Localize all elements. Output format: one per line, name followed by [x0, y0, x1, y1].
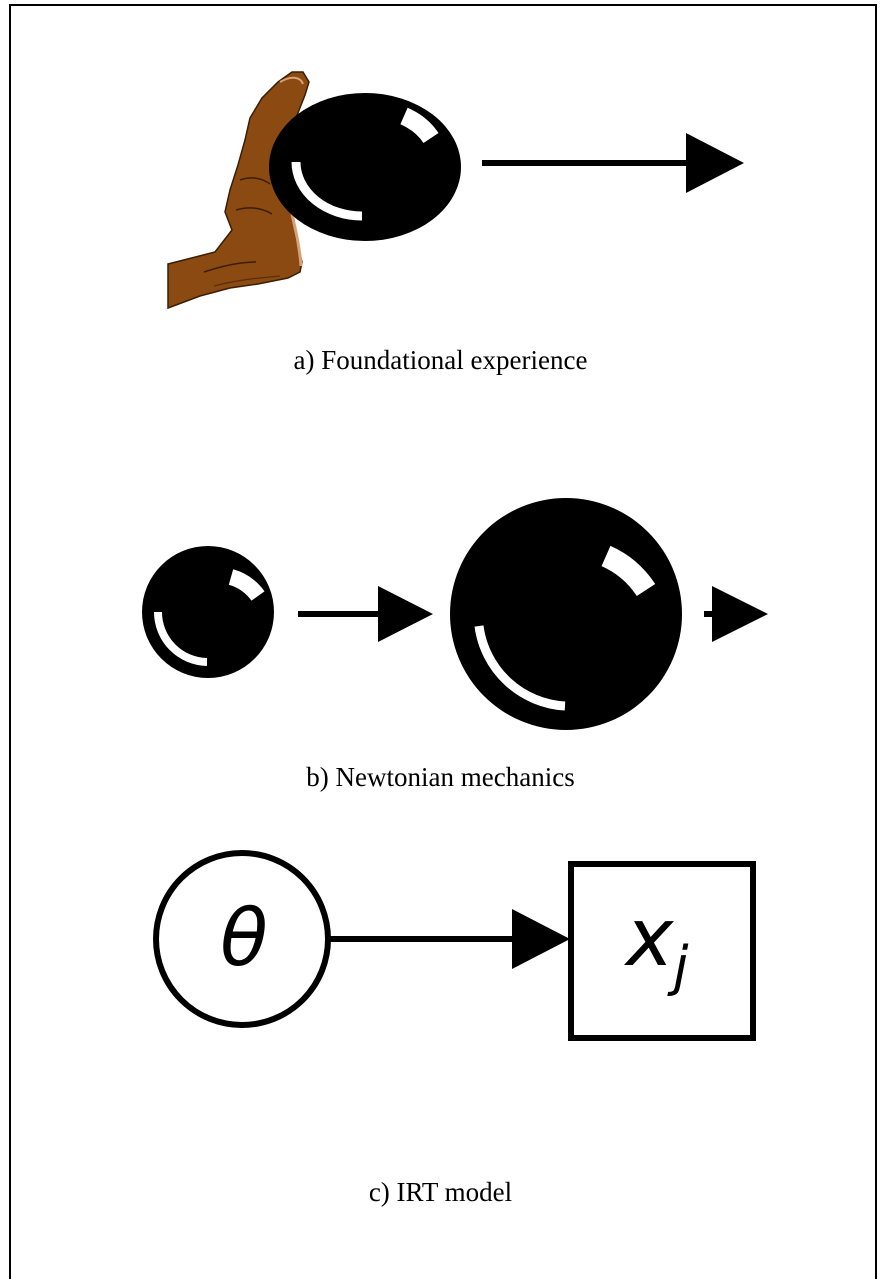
panel-a — [167, 71, 744, 310]
arrow-icon — [330, 909, 570, 969]
caption-irt-model: c) IRT model — [368, 1177, 513, 1207]
hand-icon — [167, 71, 310, 310]
arrow-icon — [704, 586, 768, 642]
large-ball-icon — [450, 498, 682, 730]
item-variable: x — [623, 891, 675, 984]
arrow-icon — [482, 133, 744, 193]
latent-symbol: θ — [220, 894, 268, 984]
latent-node: θ — [153, 850, 331, 1028]
ball-icon — [269, 93, 461, 241]
panel-c: θ xj — [153, 850, 756, 1041]
small-ball-icon — [142, 546, 274, 678]
observed-node: xj — [568, 861, 756, 1041]
figure-frame — [9, 4, 877, 1279]
caption-newtonian-mechanics: b) Newtonian mechanics — [306, 762, 575, 792]
panel-b — [142, 498, 768, 730]
item-symbol: xj — [623, 891, 688, 998]
arrow-icon — [298, 586, 433, 642]
caption-foundational-experience: a) Foundational experience — [293, 345, 588, 375]
